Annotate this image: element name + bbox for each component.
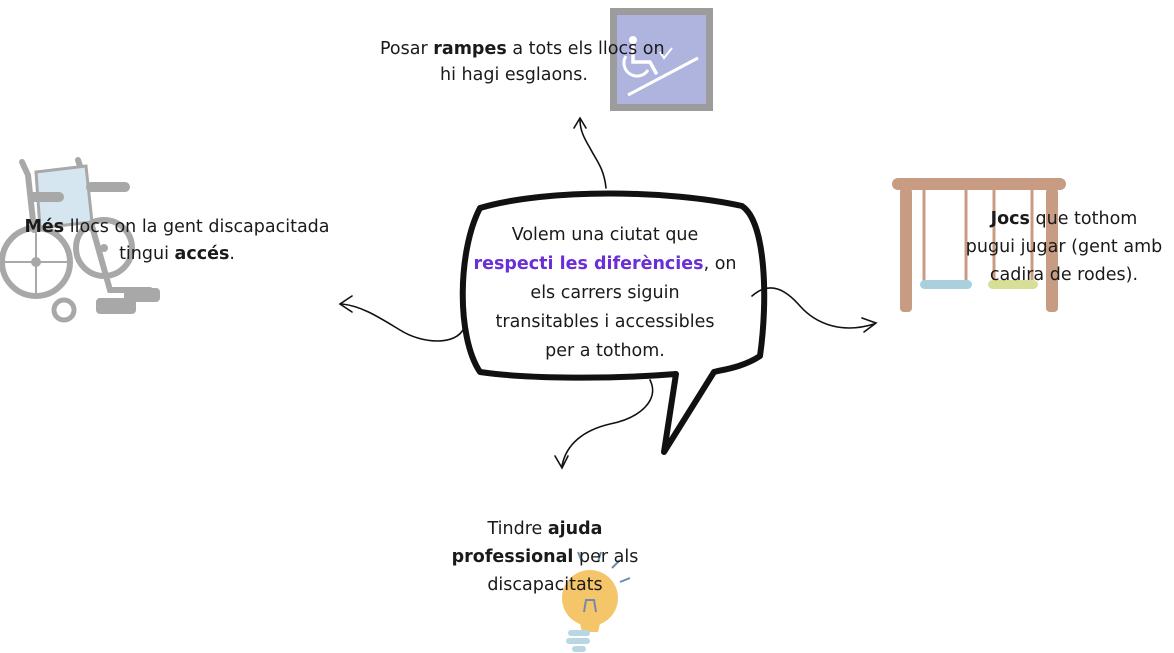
arrowhead-swing [861,317,878,333]
games-line-2: pugui jugar (gent amb [965,237,1163,257]
center-line-5: per a tothom. [545,341,665,361]
access-proposal: Més llocs on la gent discapacitada tingu… [12,214,342,268]
ramp-line-2: hi hagi esglaons. [440,65,588,85]
arrowhead-wheelchair [338,295,353,313]
arrow-to-wheelchair [341,303,465,342]
games-proposal: Jocs que tothom pugui jugar (gent amb ca… [958,205,1170,289]
central-statement: Volem una ciutat que respecti les diferè… [470,221,740,366]
center-line-2: respecti les diferències, on [470,250,740,279]
arrowhead-ramp [573,116,587,129]
games-bold: Jocs [990,209,1030,229]
ramp-bold: rampes [433,39,507,59]
help-proposal: Tindre ajuda professional per als discap… [440,515,650,599]
center-line-2-rest: , on [703,254,737,274]
access-line-2: tingui accés. [12,241,342,268]
connector-arrows [338,116,878,470]
access-bold-2: accés [174,244,230,264]
arrow-to-help [561,379,654,467]
help-line-2: professional per als [440,543,650,571]
wheelchair-ramp-sign-icon [610,8,713,111]
arrow-to-swing [751,287,875,329]
help-bold-2: professional [451,547,574,567]
access-end: . [229,244,235,264]
wheelchair-icon [0,157,160,323]
ramp-line-1: Posar rampes a tots els llocs on [380,36,665,62]
access-text-1: llocs on la gent discapacitada [64,217,330,237]
help-line-1: Tindre ajuda [440,515,650,543]
help-text-2: per als [573,547,639,567]
help-text-1: Tindre [487,519,548,539]
access-line-1: Més llocs on la gent discapacitada [12,214,342,241]
ramp-proposal: Posar rampes a tots els llocs on hi hagi… [380,36,665,88]
help-line-3: discapacitats [487,575,603,595]
games-line-3: cadira de rodes). [989,265,1139,285]
swing-set-icon [892,178,1066,312]
arrow-to-ramp [579,119,607,189]
games-line-1: Jocs que tothom [958,205,1170,233]
center-line-4: transitables i accessibles [495,312,715,332]
speech-bubble [459,190,768,455]
center-line-3: els carrers siguin [530,283,680,303]
lightbulb-icon [562,551,631,652]
center-highlight: respecti les diferències [473,254,704,274]
access-bold-1: Més [24,217,65,237]
ramp-post: a tots els llocs on [506,39,665,59]
access-text-2: tingui [119,244,175,264]
games-text-1: que tothom [1029,209,1138,229]
center-line-1: Volem una ciutat que [511,225,699,245]
help-bold-1: ajuda [547,519,603,539]
arrowhead-help [554,455,569,470]
ramp-pre: Posar [380,39,434,59]
